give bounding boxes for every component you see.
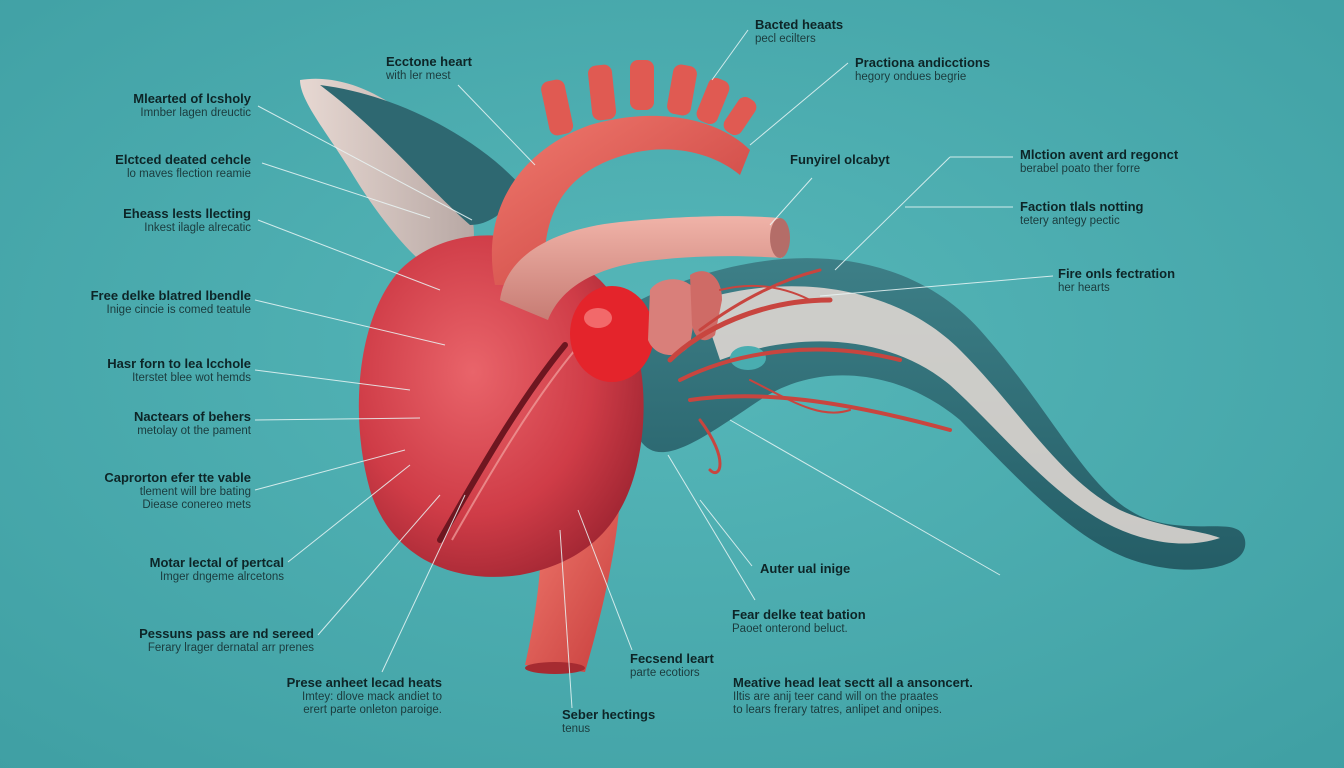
label-l1-title: Mlearted of lcsholy [133,91,251,106]
label-l8-sub: Imger dngeme alrcetons [159,570,284,583]
label-l7: Caprorton efer tte vable tlement will br… [104,470,251,512]
label-r2: Funyirel olcabyt [790,152,890,168]
label-l6-title: Nactears of behers [133,409,251,424]
label-l5-title: Hasr forn to lea lcchole [107,356,251,371]
label-t1-title: Ecctone heart [386,54,472,69]
label-r4-title: Faction tlals notting [1020,199,1144,214]
label-b1-sub2: erert parte onleton paroige. [303,704,442,717]
label-b2-title: Seber hectings [562,707,656,722]
artery-opening [525,662,585,674]
label-r4: Faction tlals notting tetery antegy pect… [1020,199,1144,228]
label-r6: Auter ual inige [760,561,851,577]
arch-branches [541,60,757,136]
label-r8-sub2: to lears frerary tatres, anlipet and oni… [733,704,943,717]
label-t2-title: Bacted heaats [755,17,844,32]
label-r5-title: Fire onls fectration [1058,266,1176,281]
heart-body [358,235,644,577]
label-l8-title: Motar lectal of pertcal [149,555,284,570]
label-b1-sub: Imtey: dlove mack andiet to [302,690,442,703]
pulmonary-trunk [500,216,782,320]
label-l7-sub: tlement will bre bating [139,485,251,498]
label-t2-sub: pecl ecilters [755,32,816,45]
label-b2: Seber hectings tenus [562,707,656,736]
label-b3-title: Fecsend leart [630,651,714,666]
label-l5: Hasr forn to lea lcchole Iterstet blee w… [107,356,251,385]
label-t2: Bacted heaats pecl ecilters [755,17,844,46]
heart-fissure-highlight [451,349,576,541]
label-b1-title: Prese anheet lecad heats [286,675,442,690]
label-r6-title: Auter ual inige [760,561,851,576]
label-l7-sub2: Diease conereo mets [142,499,251,512]
label-l2: Elctced deated cehcle lo maves flection … [115,152,251,181]
label-l6: Nactears of behers metolay ot the pament [133,409,251,438]
label-r4-sub: tetery antegy pectic [1020,214,1120,227]
label-r3: Mlction avent ard regonct berabel poato … [1020,147,1179,176]
label-r7-sub: Paoet onterond beluct. [732,622,848,635]
label-r7-title: Fear delke teat bation [732,607,866,622]
label-b3-sub: parte ecotiors [630,666,700,679]
label-l1: Mlearted of lcsholy Imnber lagen dreucti… [133,91,251,120]
label-l3-title: Eheass lests llecting [123,206,251,221]
label-l3: Eheass lests llecting Inkest ilagle alre… [123,206,251,235]
red-bulb [570,286,654,382]
label-r8-title: Meative head leat sectt all a ansoncert. [733,675,973,690]
label-r7: Fear delke teat bation Paoet onterond be… [732,607,866,636]
label-t1: Ecctone heart with ler mest [386,54,472,83]
label-l9-sub: Ferary lrager dernatal arr prenes [147,641,314,654]
branching-vessels [667,268,952,474]
label-l5-sub: Iterstet blee wot hemds [132,371,251,384]
label-l3-sub: Inkest ilagle alrecatic [144,221,251,234]
label-l2-sub: lo maves flection reamie [127,167,251,180]
label-l1-sub: Imnber lagen dreuctic [140,106,251,119]
label-t1-sub: with ler mest [386,69,451,82]
label-b1: Prese anheet lecad heats Imtey: dlove ma… [286,675,442,717]
pipe-opening [770,218,790,258]
label-r2-title: Funyirel olcabyt [790,152,890,167]
label-r5: Fire onls fectration her hearts [1058,266,1176,295]
heart-fissure [437,342,568,543]
label-r1-title: Practiona andicctions [855,55,991,70]
label-l7-title: Caprorton efer tte vable [104,470,251,485]
label-r5-sub: her hearts [1058,281,1110,294]
left-teal-wing [320,85,520,225]
vessel-stub [648,279,698,356]
label-b2-sub: tenus [562,722,591,735]
label-l8: Motar lectal of pertcal Imger dngeme alr… [149,555,284,584]
label-l4-sub: Inige cincie is comed teatule [106,303,251,316]
label-r3-title: Mlction avent ard regonct [1020,147,1179,162]
label-l2-title: Elctced deated cehcle [115,152,251,167]
aortic-arch [491,115,750,285]
label-l4: Free delke blatred lbendle Inige cincie … [90,288,251,317]
leader-lines [254,29,1054,709]
vessel-stub-2 [690,271,722,341]
left-pale-lobe [300,78,474,280]
label-l9: Pessuns pass are nd sereed Ferary lrager… [139,626,314,655]
label-b3: Fecsend leart parte ecotiors [630,651,714,680]
label-r1-sub: hegory ondues begrie [855,70,967,83]
label-l6-sub: metolay ot the pament [137,424,251,437]
label-l9-title: Pessuns pass are nd sereed [139,626,314,641]
label-r8: Meative head leat sectt all a ansoncert.… [733,675,973,717]
label-r8-sub: Iltis are anij teer cand will on the pra… [733,690,939,703]
label-r3-sub: berabel poato ther forre [1020,162,1141,175]
label-r1: Practiona andicctions hegory ondues begr… [855,55,991,84]
label-l4-title: Free delke blatred lbendle [90,288,251,303]
